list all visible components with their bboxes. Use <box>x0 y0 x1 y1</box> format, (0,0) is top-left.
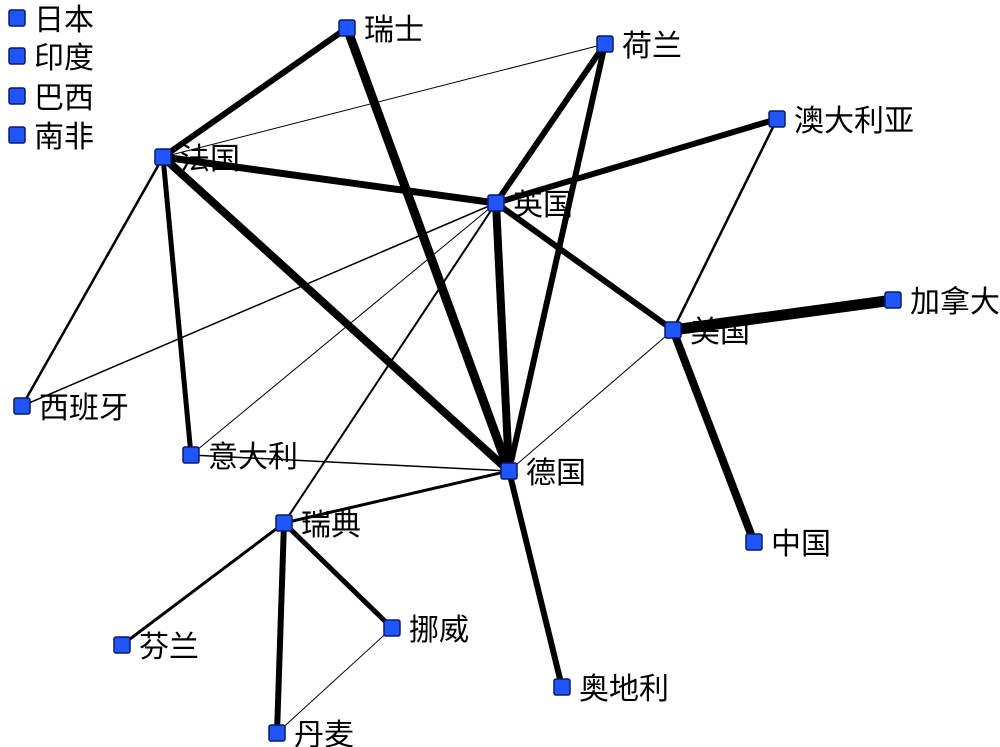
edge-italy-germany <box>190 454 510 472</box>
edge-usa-germany <box>508 329 674 472</box>
node-label-italy: 意大利 <box>208 440 298 475</box>
edge-uk-sweden <box>283 202 497 524</box>
edge-netherlands-germany <box>506 43 608 472</box>
edge-germany-sweden <box>283 469 510 525</box>
node-japan: 日本 <box>8 3 94 38</box>
edge-uk-germany <box>492 202 513 472</box>
edge-switzerland-germany <box>342 26 514 473</box>
node-label-denmark: 丹麦 <box>294 718 354 747</box>
node-usa: 美国 <box>664 315 750 350</box>
node-canada: 加拿大 <box>884 285 1000 320</box>
node-sweden: 瑞典 <box>275 508 361 543</box>
node-marker-norway <box>383 619 401 637</box>
node-label-finland: 芬兰 <box>139 630 199 665</box>
node-label-uk: 英国 <box>513 188 573 223</box>
node-label-sweden: 瑞典 <box>301 508 361 543</box>
node-marker-canada <box>884 291 902 309</box>
edge-sweden-norway <box>282 521 394 630</box>
edge-usa-canada <box>672 294 894 336</box>
edge-france-italy <box>160 156 194 456</box>
node-marker-denmark <box>268 724 286 742</box>
node-label-china: 中国 <box>771 527 831 562</box>
node-label-canada: 加拿大 <box>910 285 1000 320</box>
node-south-africa: 南非 <box>8 120 94 155</box>
node-label-germany: 德国 <box>526 456 586 491</box>
node-china: 中国 <box>745 527 831 562</box>
node-marker-south-africa <box>8 126 26 144</box>
node-india: 印度 <box>8 41 94 76</box>
node-marker-sweden <box>275 514 293 532</box>
node-label-usa: 美国 <box>690 315 750 350</box>
node-norway: 挪威 <box>383 613 469 648</box>
edge-layer <box>20 25 894 734</box>
edge-uk-italy <box>190 202 497 456</box>
node-marker-switzerland <box>338 19 356 37</box>
edge-france-germany <box>160 154 512 474</box>
node-france: 法国 <box>154 142 240 177</box>
edge-france-spain <box>20 156 165 407</box>
edge-australia-usa <box>671 118 779 331</box>
node-finland: 芬兰 <box>113 630 199 665</box>
node-netherlands: 荷兰 <box>596 29 682 64</box>
node-label-brazil: 巴西 <box>34 81 94 116</box>
node-marker-austria <box>553 678 571 696</box>
node-label-austria: 奥地利 <box>579 672 669 707</box>
node-switzerland: 瑞士 <box>338 13 424 48</box>
node-label-spain: 西班牙 <box>39 391 129 426</box>
edge-sweden-denmark <box>274 522 287 734</box>
node-denmark: 丹麦 <box>268 718 354 747</box>
edge-switzerland-france <box>161 25 349 160</box>
node-marker-netherlands <box>596 35 614 53</box>
node-label-australia: 澳大利亚 <box>794 104 914 139</box>
node-australia: 澳大利亚 <box>768 104 914 139</box>
node-uk: 英国 <box>487 188 573 223</box>
node-germany: 德国 <box>500 456 586 491</box>
node-label-norway: 挪威 <box>409 613 469 648</box>
node-marker-india <box>8 47 26 65</box>
node-label-switzerland: 瑞士 <box>364 13 424 48</box>
node-marker-germany <box>500 462 518 480</box>
node-marker-uk <box>487 194 505 212</box>
node-marker-china <box>745 533 763 551</box>
edge-netherlands-uk <box>493 42 608 205</box>
node-label-netherlands: 荷兰 <box>622 29 682 64</box>
node-marker-brazil <box>8 87 26 105</box>
node-marker-usa <box>664 321 682 339</box>
node-marker-spain <box>13 397 31 415</box>
edge-france-uk <box>162 153 497 207</box>
edge-sweden-finland <box>121 521 285 647</box>
node-label-south-africa: 南非 <box>34 120 94 155</box>
node-italy: 意大利 <box>182 440 298 475</box>
node-marker-italy <box>182 446 200 464</box>
node-spain: 西班牙 <box>13 391 129 426</box>
node-marker-france <box>154 148 172 166</box>
edge-netherlands-france <box>162 43 606 158</box>
node-marker-japan <box>8 9 26 27</box>
edge-norway-denmark <box>276 627 393 734</box>
edge-usa-china <box>669 328 758 544</box>
node-label-india: 印度 <box>34 41 94 76</box>
node-marker-finland <box>113 636 131 654</box>
node-label-france: 法国 <box>180 142 240 177</box>
node-marker-australia <box>768 110 786 128</box>
node-austria: 奥地利 <box>553 672 669 707</box>
edge-uk-spain <box>21 202 497 407</box>
node-label-japan: 日本 <box>34 3 94 38</box>
edge-uk-usa <box>494 200 675 333</box>
node-brazil: 巴西 <box>8 81 94 116</box>
edge-australia-uk <box>495 116 778 206</box>
edge-germany-austria <box>506 470 565 688</box>
